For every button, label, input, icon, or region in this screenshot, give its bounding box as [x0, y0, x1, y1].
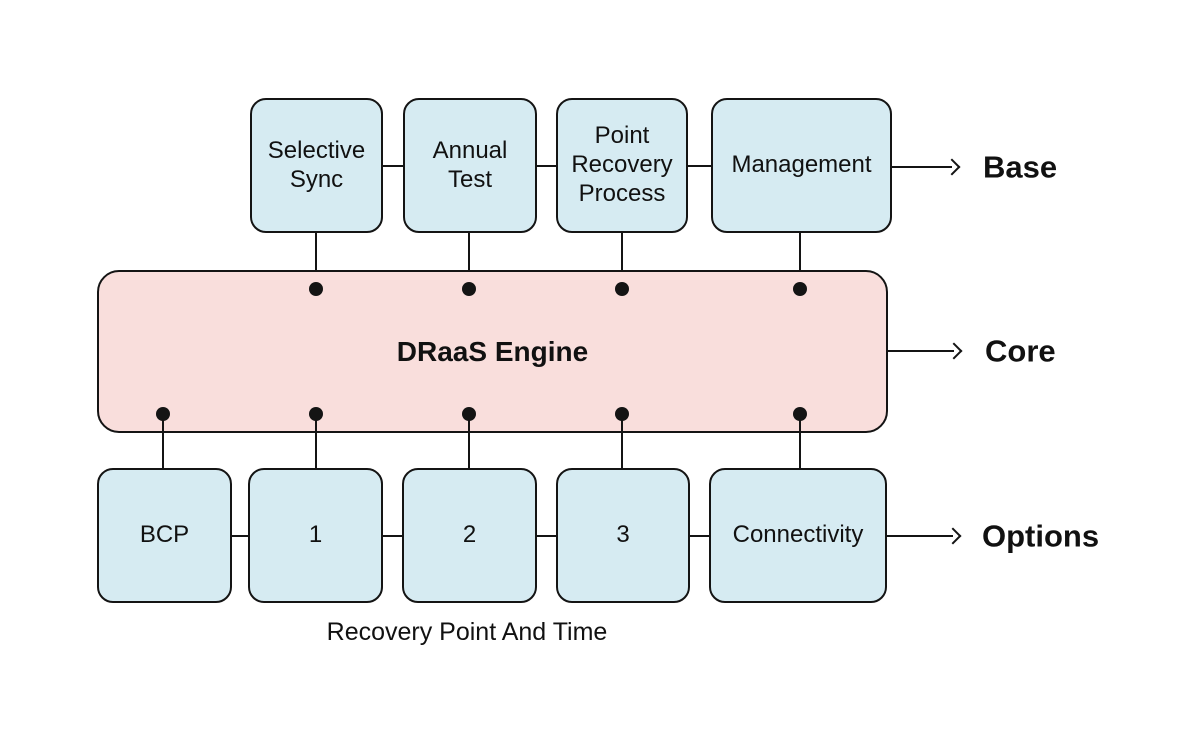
label-options: Options — [982, 518, 1100, 554]
arrow-options-line — [887, 535, 953, 537]
label-core: Core — [985, 333, 1056, 369]
label-base: Base — [983, 149, 1058, 185]
connector-engine-connectivity — [799, 413, 801, 469]
port-dot-top-2 — [462, 282, 476, 296]
connector-annual-test-engine — [468, 232, 470, 290]
connector-engine-rp3 — [621, 413, 623, 469]
connector-point-recovery-engine — [621, 232, 623, 290]
connector-bcp-rp1 — [232, 535, 248, 537]
node-recovery-point-1: 1 — [248, 468, 383, 603]
connector-rp1-rp2 — [383, 535, 402, 537]
connector-engine-bcp — [162, 413, 164, 469]
connector-annual-test-point-recovery — [537, 165, 556, 167]
connector-management-engine — [799, 232, 801, 290]
connector-engine-rp1 — [315, 413, 317, 469]
connector-rp2-rp3 — [537, 535, 556, 537]
arrow-base-line — [892, 166, 952, 168]
node-recovery-point-2: 2 — [402, 468, 537, 603]
arrow-options-head-icon — [944, 527, 962, 545]
node-recovery-point-3: 3 — [556, 468, 690, 603]
connector-engine-rp2 — [468, 413, 470, 469]
caption-recovery-point-and-time: Recovery Point And Time — [326, 618, 608, 646]
arrow-base-head-icon — [943, 158, 961, 176]
connector-point-recovery-management — [688, 165, 711, 167]
connector-selective-sync-engine — [315, 232, 317, 290]
port-dot-top-1 — [309, 282, 323, 296]
arrow-core-head-icon — [945, 342, 963, 360]
node-draas-engine: DRaaS Engine — [97, 270, 888, 433]
node-annual-test: Annual Test — [403, 98, 537, 233]
node-connectivity: Connectivity — [709, 468, 887, 603]
node-point-recovery-process: Point Recovery Process — [556, 98, 688, 233]
connector-selective-sync-annual-test — [383, 165, 403, 167]
port-dot-top-3 — [615, 282, 629, 296]
connector-rp3-connectivity — [690, 535, 709, 537]
node-bcp: BCP — [97, 468, 232, 603]
arrow-core-line — [888, 350, 954, 352]
port-dot-top-4 — [793, 282, 807, 296]
node-selective-sync: Selective Sync — [250, 98, 383, 233]
node-management: Management — [711, 98, 892, 233]
